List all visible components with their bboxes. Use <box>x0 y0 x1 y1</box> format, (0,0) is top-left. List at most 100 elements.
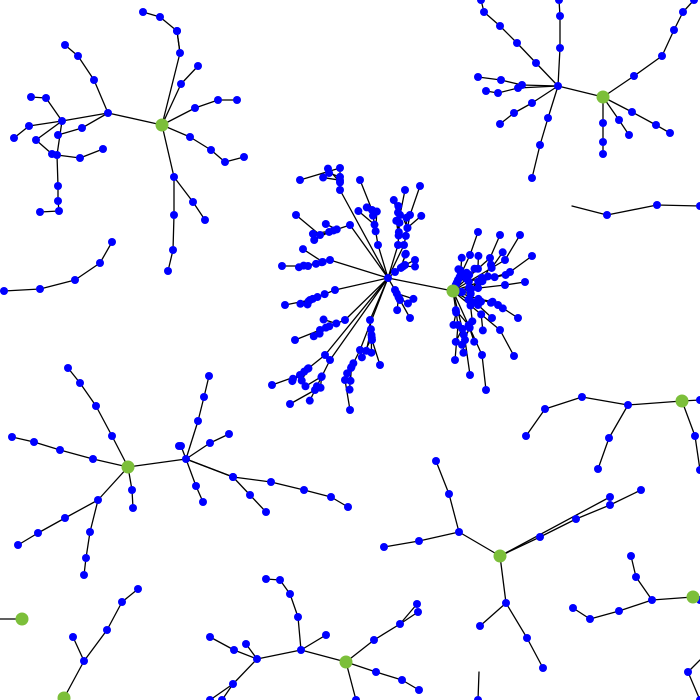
tree-node <box>356 346 364 354</box>
tree-node <box>346 406 354 414</box>
tree-node <box>89 455 97 463</box>
tree-node <box>449 320 458 329</box>
tree-edge <box>324 277 389 356</box>
tree-node <box>139 8 147 16</box>
tree-node <box>316 231 324 239</box>
tree-node <box>624 401 632 409</box>
tree-edge <box>479 602 507 627</box>
tree-node <box>370 220 379 229</box>
tree-node <box>398 676 406 684</box>
tree-node <box>510 352 518 360</box>
tree-node <box>411 256 419 264</box>
tree-node <box>80 657 88 665</box>
tree-node <box>294 613 302 621</box>
tree-node <box>319 173 328 182</box>
tree-node <box>394 202 403 211</box>
tree-edge <box>64 499 99 519</box>
tree-edge <box>627 400 683 406</box>
tree-node <box>544 114 552 122</box>
tree-node <box>354 207 363 216</box>
tree-node <box>384 274 392 282</box>
tree-edge <box>329 277 389 361</box>
tree-node <box>653 201 661 209</box>
tree-edge <box>597 437 610 470</box>
tree-node <box>630 72 638 80</box>
tree-node <box>286 400 294 408</box>
tree-edge <box>35 120 63 141</box>
tree-node <box>477 310 486 319</box>
tree-node <box>321 220 330 229</box>
tree-node <box>541 405 549 413</box>
tree-node <box>343 369 352 378</box>
tree-edge <box>535 62 559 87</box>
tree-node <box>606 493 614 501</box>
tree-node <box>86 528 94 536</box>
tree-node <box>392 289 401 298</box>
tree-node <box>128 486 136 494</box>
tree-node <box>376 361 384 369</box>
tree-node <box>389 196 398 205</box>
tree-edge <box>499 496 611 557</box>
tree-edge <box>544 396 583 410</box>
tree-node <box>451 356 459 364</box>
tree-node <box>413 600 421 608</box>
tree-node <box>666 129 674 137</box>
tree-node <box>466 371 474 379</box>
tree-node <box>230 646 238 654</box>
tree-node <box>42 94 50 102</box>
tree-node <box>411 262 420 271</box>
tree-node <box>452 308 461 317</box>
tree-node <box>345 385 354 394</box>
tree-edge <box>525 408 546 437</box>
tree-node <box>521 278 529 286</box>
tree-edge <box>209 636 235 651</box>
tree-node <box>332 319 341 328</box>
tree-node <box>82 554 90 562</box>
tree-node <box>483 272 492 281</box>
tree-node <box>177 80 185 88</box>
tree-node <box>64 364 72 372</box>
tree-edge <box>499 329 515 357</box>
tree-node <box>393 306 402 315</box>
tree-node <box>327 493 335 501</box>
tree-node <box>366 316 374 324</box>
tree-node <box>514 84 522 92</box>
tree-edge <box>458 531 501 557</box>
tree-node <box>599 138 607 146</box>
tree-edge <box>651 596 694 601</box>
tree-node <box>262 575 270 583</box>
tree-node <box>156 13 164 21</box>
tree-node <box>30 438 38 446</box>
tree-edge <box>232 476 272 483</box>
tree-node <box>199 498 207 506</box>
tree-edge <box>469 231 479 256</box>
tree-node <box>362 203 371 212</box>
tree-edge <box>185 458 234 478</box>
tree-edge <box>93 79 109 114</box>
tree-node <box>176 49 184 57</box>
tree-node <box>344 503 352 511</box>
tree-node <box>182 455 190 463</box>
tree-node <box>173 27 181 35</box>
tree-node <box>486 254 494 262</box>
tree-edge <box>375 671 403 681</box>
tree-node <box>262 508 270 516</box>
tree-node <box>522 432 530 440</box>
tree-node <box>628 108 636 116</box>
tree-node <box>267 478 275 486</box>
tree-node <box>480 8 488 16</box>
tree-node <box>92 402 100 410</box>
tree-node <box>205 372 213 380</box>
tree-node <box>516 231 524 239</box>
tree-node <box>321 351 329 359</box>
tree-node <box>627 552 635 560</box>
tree-node <box>370 636 378 644</box>
tree-edge <box>499 555 507 604</box>
tree-node <box>474 228 482 236</box>
tree-edge <box>297 616 302 651</box>
tree-node <box>696 202 700 210</box>
tree-node <box>470 337 479 346</box>
tree-node <box>346 376 355 385</box>
tree-edge <box>329 259 389 279</box>
tree-node <box>415 537 423 545</box>
